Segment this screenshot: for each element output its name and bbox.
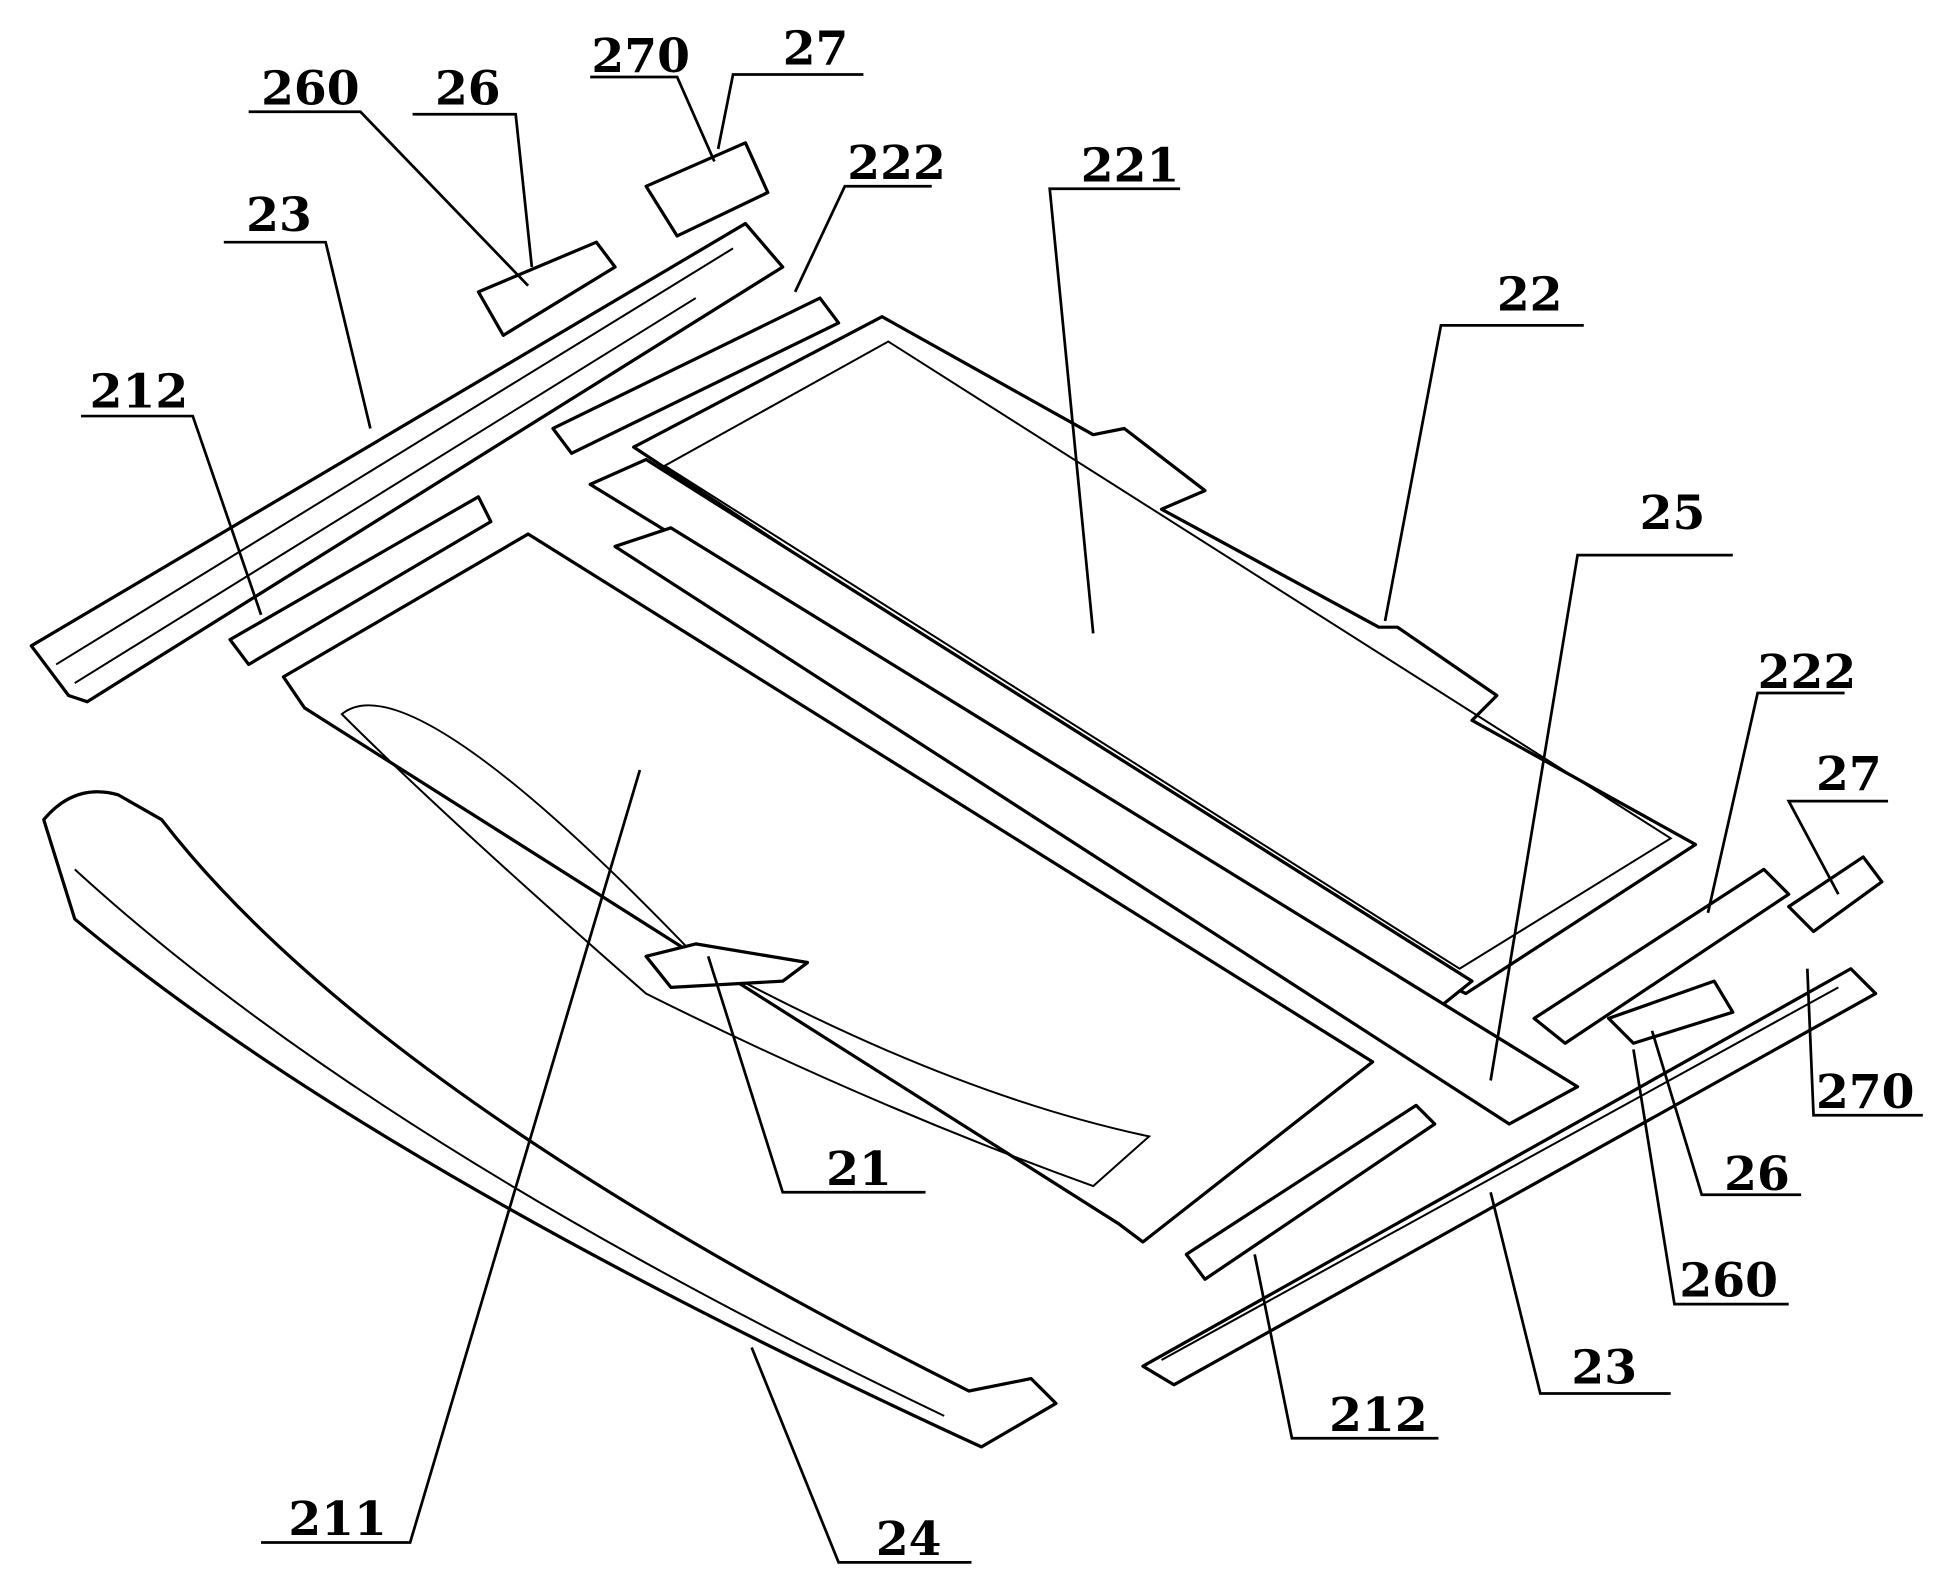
label-221: 221	[1081, 138, 1180, 193]
label-27: 27	[783, 22, 849, 77]
label-22: 22	[1497, 267, 1563, 322]
slider-212-right	[1184, 1103, 1437, 1281]
label-212: 212	[90, 364, 188, 419]
front-beam-24	[42, 790, 1058, 1449]
right-rail-23	[1141, 855, 1884, 1387]
glass-panel-22	[588, 315, 1698, 1008]
label-260: 260	[1679, 1254, 1778, 1309]
label-24: 24	[876, 1512, 942, 1567]
label-23: 23	[1571, 1341, 1637, 1396]
label-23: 23	[246, 188, 312, 243]
label-270: 270	[591, 29, 690, 84]
leader-lines	[80, 73, 1923, 1564]
frame-member	[613, 526, 1580, 1126]
label-26: 26	[1724, 1147, 1790, 1202]
bracket-222-left	[551, 296, 841, 455]
label-212: 212	[1329, 1388, 1428, 1443]
left-rail-23	[29, 221, 785, 704]
label-260: 260	[261, 61, 359, 116]
slider-212-left	[228, 495, 493, 667]
reference-labels: 260 26 270 27 222 221 22 23 212 25 222 2…	[90, 22, 1915, 1567]
label-222: 222	[847, 136, 946, 191]
label-21: 21	[826, 1142, 892, 1197]
label-25: 25	[1640, 486, 1706, 541]
label-27: 27	[1816, 747, 1882, 802]
hinge-27-left	[644, 141, 770, 238]
label-211: 211	[288, 1492, 387, 1547]
label-270: 270	[1816, 1065, 1915, 1120]
glass-panel-21	[281, 532, 1375, 1244]
label-222: 222	[1758, 645, 1857, 700]
label-26: 26	[435, 61, 501, 116]
